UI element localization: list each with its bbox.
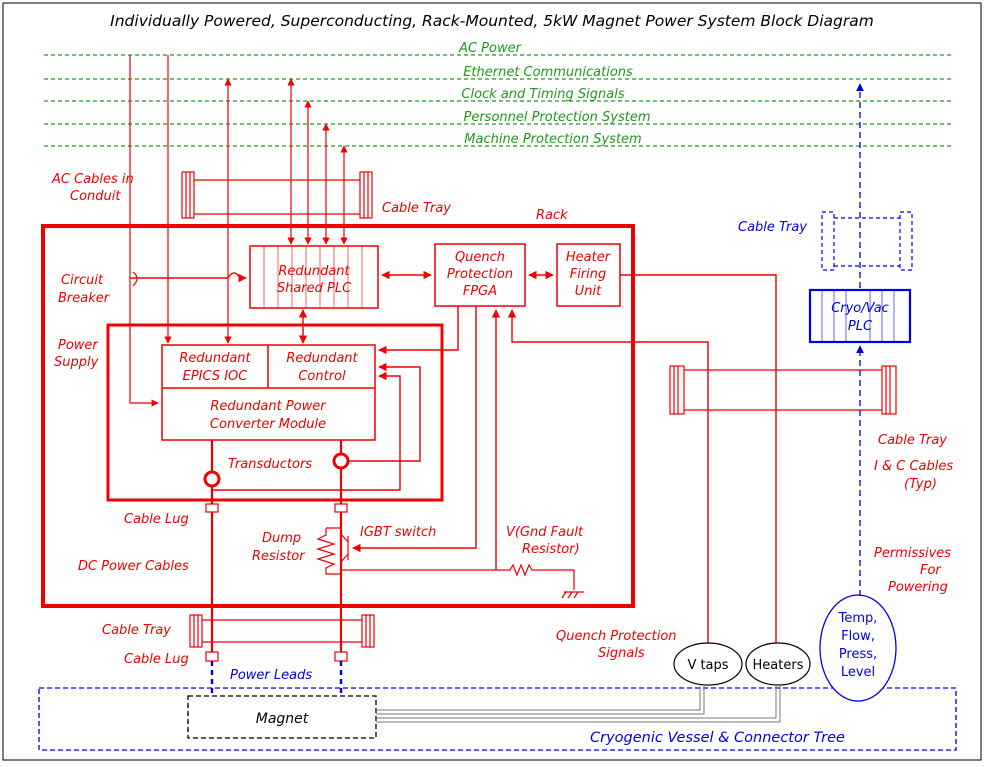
rack-box [41, 224, 635, 608]
clock-label: Clock and Timing Signals [461, 87, 624, 102]
cable-tray-blue [821, 211, 913, 271]
permissives-label-2: For [920, 563, 942, 578]
power-leads-label: Power Leads [230, 668, 312, 683]
dc-power-cables-label: DC Power Cables [78, 559, 189, 574]
v-taps-node [673, 642, 743, 686]
cable-lugs [205, 503, 348, 662]
cryogenic-vessel-label: Cryogenic Vessel & Connector Tree [590, 730, 845, 746]
power-supply-box [106, 323, 444, 502]
epics-ioc-label-2: EPICS IOC [183, 369, 249, 384]
sensors-label-4: Level [841, 665, 875, 680]
machine-protection-label: Machine Protection System [464, 132, 641, 147]
sensors-label-1: Temp, [838, 611, 878, 626]
cryo-plc-label-1: Cryo/Vac [831, 301, 889, 316]
cable-tray-bottom-label: Cable Tray [102, 623, 171, 638]
cable-tray-blue-label: Cable Tray [738, 220, 807, 235]
ac-cables [129, 55, 172, 407]
magnet-box [187, 695, 377, 739]
ground-fault-resistor-icon [341, 563, 584, 599]
dump-resistor-label-2: Resistor [252, 549, 306, 564]
dump-resistor-label-1: Dump [262, 531, 301, 546]
bus-links [224, 78, 348, 344]
personnel-protection-label: Personnel Protection System [463, 110, 650, 125]
permissives-label-3: Powering [888, 580, 948, 595]
cable-tray-right-label: Cable Tray [878, 433, 947, 448]
transductor-left-icon [203, 470, 221, 488]
converter-label-2: Converter Module [210, 417, 326, 432]
transductors-label: Transductors [228, 457, 312, 472]
control-label-2: Control [298, 369, 346, 384]
converter-label-1: Redundant Power [210, 399, 327, 414]
cable-tray-top [181, 171, 373, 219]
heaters-node [745, 642, 811, 686]
heaters-label: Heaters [753, 658, 804, 673]
sensors-node [819, 594, 897, 702]
diagram-title: Individually Powered, Superconducting, R… [110, 12, 874, 30]
cable-tray-bottom [189, 614, 375, 648]
circuit-breaker-label-1: Circuit [61, 273, 104, 288]
circuit-breaker-label-2: Breaker [58, 291, 111, 306]
instrument-wires [376, 686, 781, 723]
heater-firing-label-2: Firing [570, 267, 607, 282]
quench-signals-label-2: Signals [598, 646, 645, 661]
bus-lines [44, 54, 952, 147]
ethernet-label: Ethernet Communications [463, 65, 633, 80]
epics-ioc-label-1: Redundant [179, 351, 251, 366]
sensors-label-2: Flow, [841, 629, 875, 644]
cable-lug-bottom-label: Cable Lug [124, 652, 189, 667]
quench-fpga-label-3: FPGA [463, 284, 497, 299]
sensors-label-3: Press, [839, 647, 877, 662]
internal-links [130, 270, 781, 660]
shared-plc-label-2: Shared PLC [277, 281, 352, 296]
quench-fpga-box [434, 243, 526, 307]
transductor-right-icon [332, 452, 350, 470]
cryo-vac-plc [808, 288, 912, 344]
circuit-breaker-symbol [132, 271, 138, 287]
quench-fpga-label-2: Protection [447, 267, 513, 282]
igbt-switch-icon [340, 533, 349, 563]
gnd-fault-label-2: Resistor) [522, 542, 580, 557]
redundant-shared-plc [249, 245, 379, 309]
gnd-fault-label-1: V(Gnd Fault [506, 525, 584, 540]
power-leads [210, 661, 343, 700]
shared-plc-label-1: Redundant [278, 264, 350, 279]
cable-tray-top-label: Cable Tray [382, 201, 451, 216]
magnet-label: Magnet [256, 711, 309, 727]
igbt-switch-label: IGBT switch [360, 525, 436, 540]
power-supply-label-2: Supply [54, 355, 99, 370]
cryogenic-vessel-box [38, 687, 957, 751]
cryo-plc-label-2: PLC [848, 319, 873, 334]
quench-signals-label-1: Quench Protection [556, 629, 677, 644]
ac-cables-label-1: AC Cables in [51, 172, 134, 187]
heater-firing-label-3: Unit [575, 284, 602, 299]
ac-cables-label-2: Conduit [70, 189, 121, 204]
control-label-1: Redundant [286, 351, 358, 366]
converter-module-group [161, 344, 376, 441]
v-taps-label: V taps [687, 658, 728, 673]
ic-cables-label-1: I & C Cables [874, 459, 953, 474]
cable-lug-top-label: Cable Lug [124, 512, 189, 527]
power-supply-label-1: Power [58, 338, 99, 353]
quench-fpga-label-1: Quench [455, 250, 505, 265]
dump-resistor-icon [315, 528, 341, 575]
permissives-label-1: Permissives [874, 546, 951, 561]
ac-power-label: AC Power [458, 41, 523, 56]
rack-label: Rack [536, 208, 568, 223]
cable-tray-right [669, 365, 897, 415]
ic-cables-label-2: (Typ) [904, 477, 937, 492]
heater-firing-label-1: Heater [566, 250, 612, 265]
